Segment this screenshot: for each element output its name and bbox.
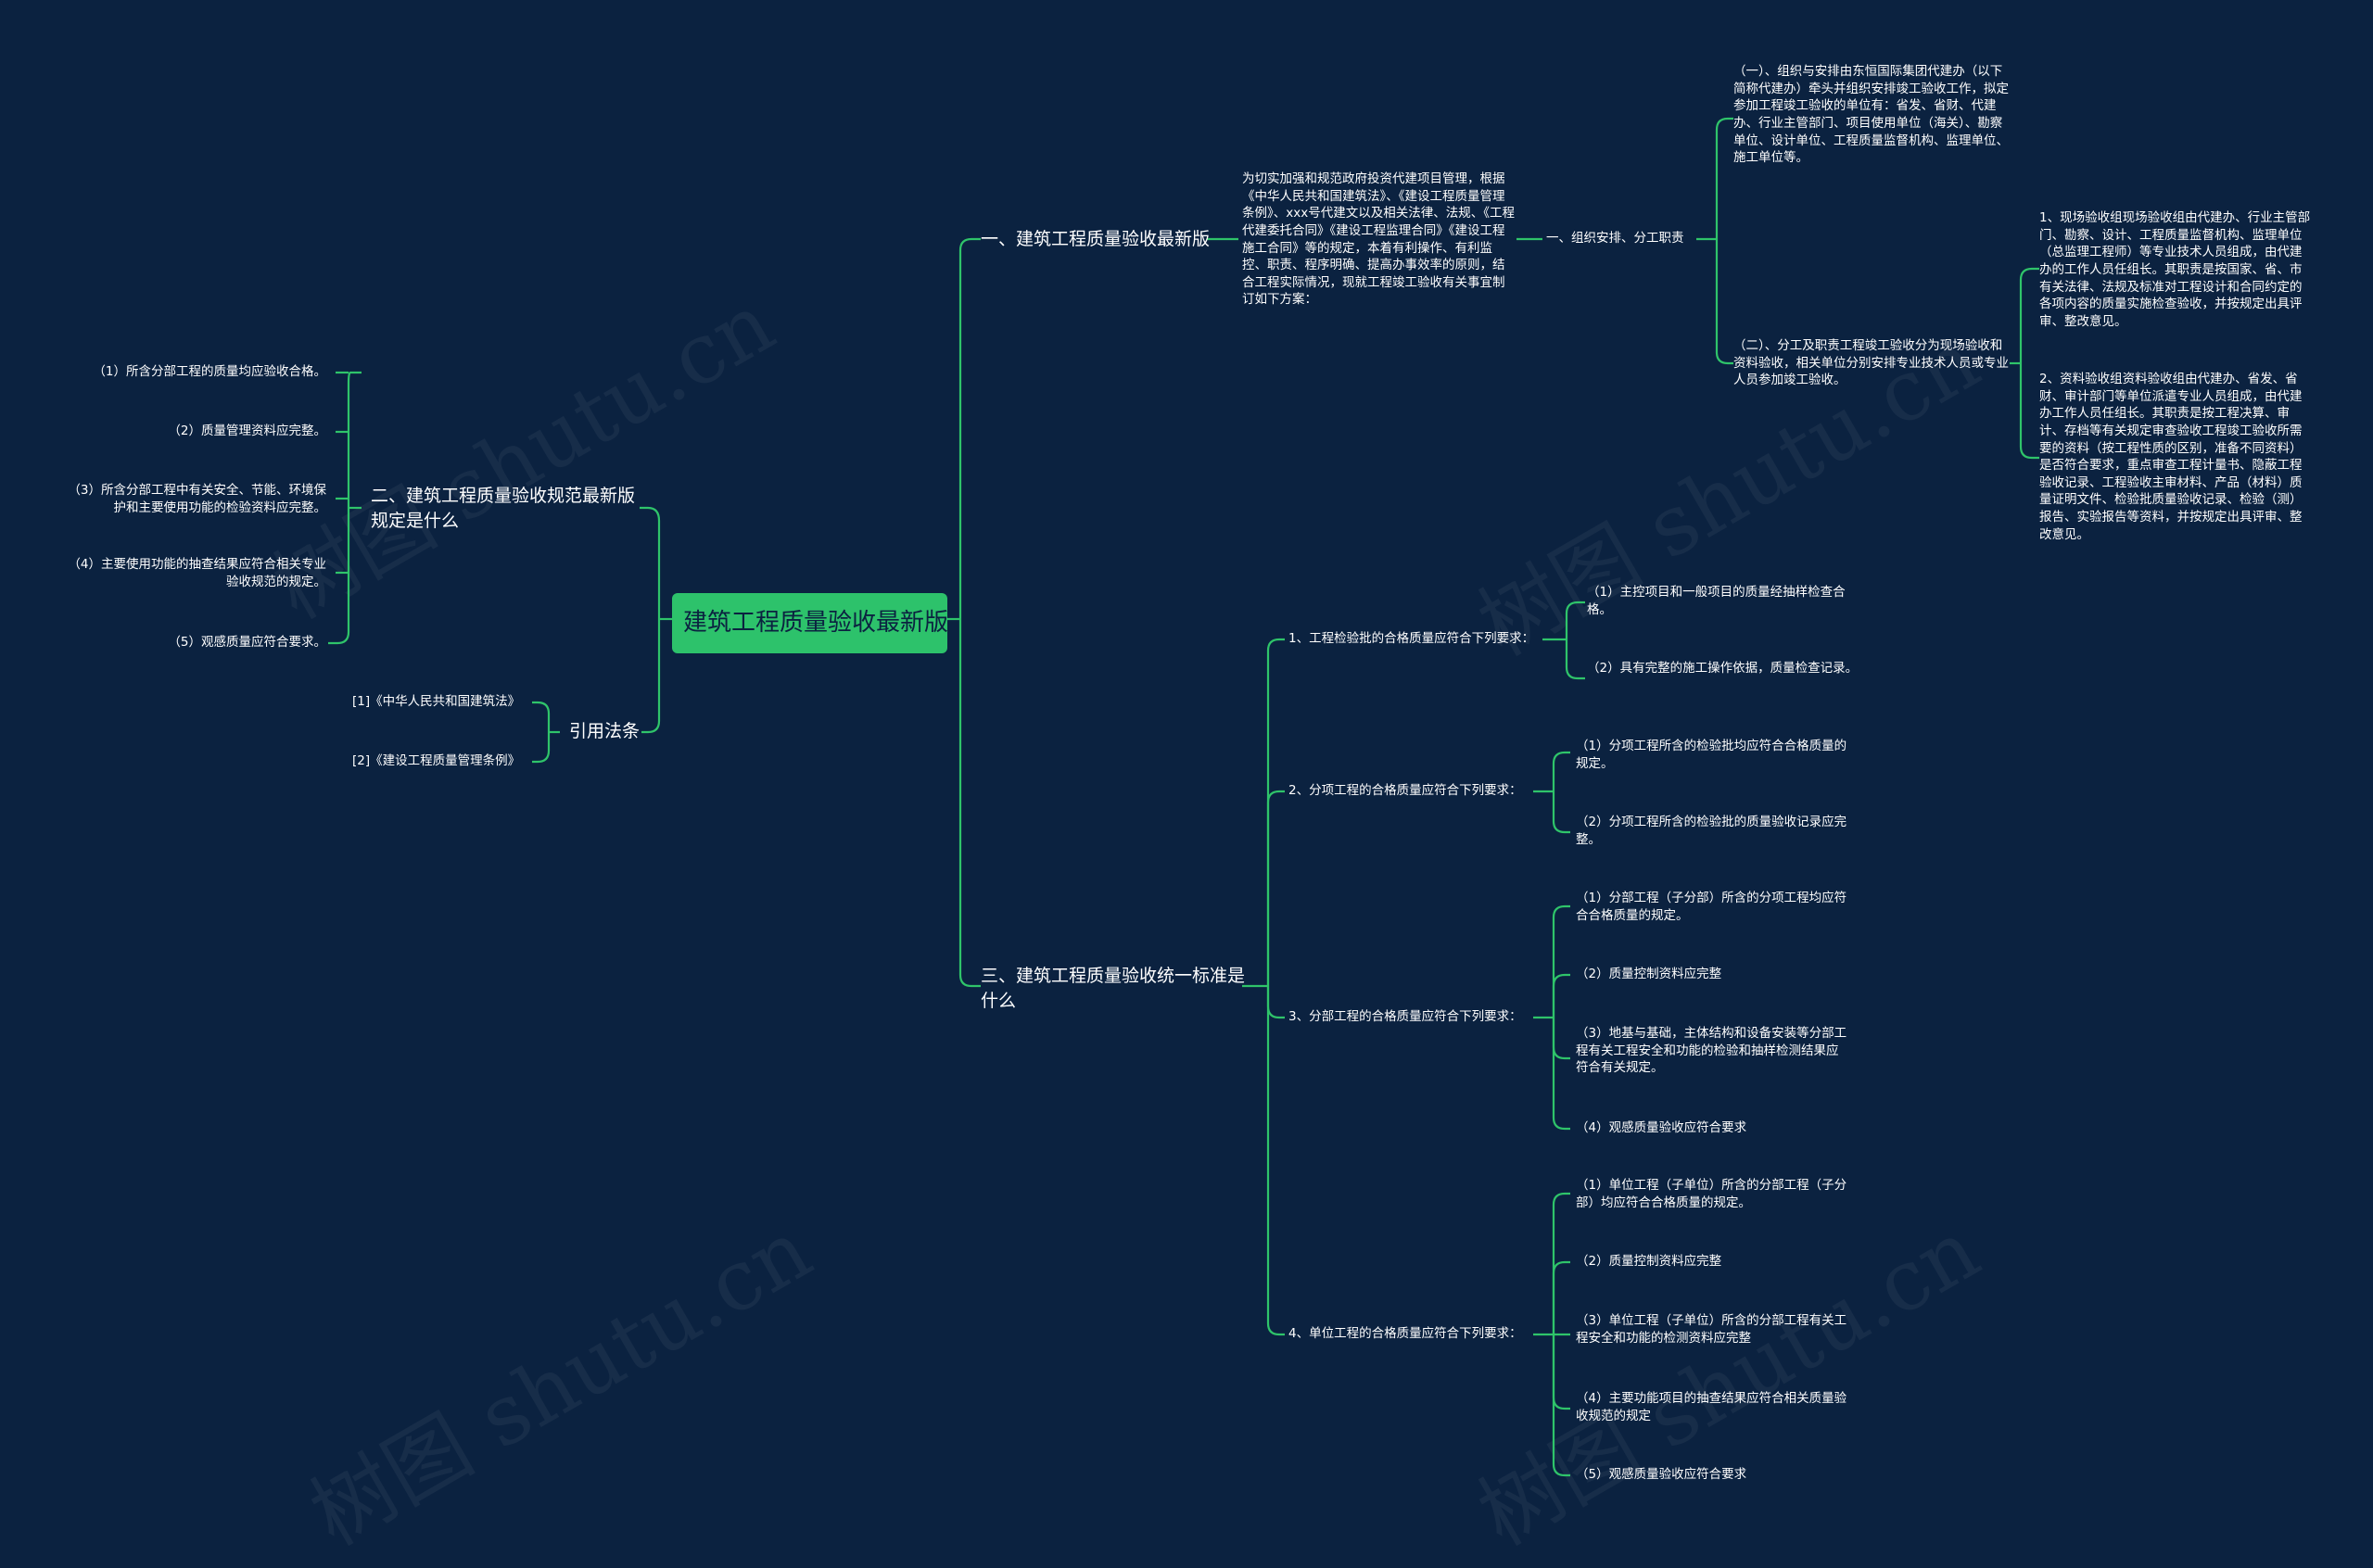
connector: [1552, 1018, 1570, 1060]
requirement-item: （1）分项工程所含的检验批均应符合合格质量的规定。: [1576, 739, 1847, 771]
requirement-item: （1）主控项目和一般项目的质量经抽样检查合格。: [1587, 585, 1846, 617]
connector: [1715, 239, 1733, 365]
cited-law: [2]《建设工程质量管理条例》: [352, 753, 521, 768]
requirement-item: （1）分部工程（子分部）所含的分项工程均应符合合格质量的规定。: [1576, 891, 1847, 923]
connector: [1266, 986, 1285, 1019]
connector: [1565, 639, 1585, 680]
connector: [640, 506, 661, 619]
connector: [1552, 1260, 1570, 1334]
requirement-item: （2）质量控制资料应完整: [1576, 1254, 1722, 1269]
rule-item: （4）主要使用功能的抽查结果应符合相关专业验收规范的规定。: [68, 557, 326, 589]
division-requirements[interactable]: 3、分部工程的合格质量应符合下列要求：: [1288, 1009, 1522, 1024]
rule-item: （3）所含分部工程中有关安全、节能、环境保护和主要使用功能的检验资料应完整。: [68, 483, 326, 515]
connector: [1565, 601, 1585, 639]
connector: [1266, 790, 1285, 986]
rule-item: （5）观感质量应符合要求。: [168, 635, 326, 650]
requirement-item: （3）地基与基础，主体结构和设备安装等分部工程有关工程安全和功能的检验和抽样检测…: [1576, 1026, 1847, 1076]
requirement-item: （2）质量控制资料应完整: [1576, 967, 1722, 981]
intro-text: 为切实加强和规范政府投资代建项目管理，根据《中华人民共和国建筑法》、《建设工程质…: [1242, 171, 1515, 308]
connector: [958, 619, 981, 988]
connector: [1552, 1334, 1570, 1410]
rule-item: （1）所含分部工程的质量均应验收合格。: [93, 364, 326, 379]
sub-item-requirements[interactable]: 2、分项工程的合格质量应符合下列要求：: [1288, 783, 1522, 798]
requirement-item: （1）单位工程（子单位）所含的分部工程（子分部）均应符合合格质量的规定。: [1576, 1178, 1847, 1210]
arrangement-item-2: （二）、分工及职责工程竣工验收分为现场验收和资料验收，相关单位分别安排专业技术人…: [1733, 338, 2009, 388]
connector: [1552, 1018, 1570, 1131]
root-topic[interactable]: 建筑工程质量验收最新版: [672, 593, 948, 653]
requirement-item: （2）具有完整的施工操作依据，质量检查记录。: [1587, 661, 1859, 676]
requirement-item: （2）分项工程所含的检验批的质量验收记录应完整。: [1576, 815, 1847, 847]
connector: [1552, 791, 1570, 834]
connector: [532, 701, 551, 732]
connector: [2019, 267, 2039, 363]
connector: [1552, 1192, 1570, 1334]
branch-cited-laws[interactable]: 引用法条: [569, 721, 641, 741]
connector: [641, 619, 661, 734]
organization-arrangement[interactable]: 一、组织安排、分工职责: [1546, 231, 1684, 246]
connector: [958, 237, 981, 619]
branch-quality-acceptance[interactable]: 一、建筑工程质量验收最新版: [981, 229, 1211, 249]
cited-law: [1]《中华人民共和国建筑法》: [352, 694, 521, 709]
connector: [1552, 973, 1570, 1018]
branch-unified-standard[interactable]: 三、建筑工程质量验收统一标准是什么: [981, 966, 1246, 1011]
inspection-lot-requirements[interactable]: 1、工程检验批的合格质量应符合下列要求：: [1288, 631, 1535, 646]
rule-item: （2）质量管理资料应完整。: [168, 424, 326, 438]
site-inspection-group: 1、现场验收组现场验收组由代建办、行业主管部门、勘察、设计、工程质量监督机构、监…: [2039, 210, 2311, 329]
connector: [1552, 1334, 1570, 1477]
unit-project-requirements[interactable]: 4、单位工程的合格质量应符合下列要求：: [1288, 1326, 1522, 1341]
connector: [2019, 363, 2039, 460]
connector: [1552, 751, 1570, 791]
arrangement-item-1: （一）、组织与安排由东恒国际集团代建办（以下简称代建办）牵头并组织安排竣工验收工…: [1733, 64, 2009, 166]
requirement-item: （5）观感质量验收应符合要求: [1576, 1467, 1747, 1482]
connector: [1715, 117, 1733, 239]
document-inspection-group: 2、资料验收组资料验收组由代建办、省发、省财、审计部门等单位派遣专业人员组成，由…: [2039, 372, 2303, 542]
requirement-item: （4）观感质量验收应符合要求: [1576, 1120, 1747, 1135]
connector: [1552, 904, 1570, 1018]
requirement-item: （3）单位工程（子单位）所含的分部工程有关工程安全和功能的检测资料应完整: [1576, 1313, 1847, 1346]
connector: [1266, 986, 1285, 1336]
requirement-item: （4）主要功能项目的抽查结果应符合相关质量验收规范的规定: [1576, 1391, 1847, 1423]
branch-code-rules[interactable]: 二、建筑工程质量验收规范最新版规定是什么: [371, 486, 636, 531]
connector: [532, 732, 551, 764]
connector: [1266, 638, 1285, 986]
